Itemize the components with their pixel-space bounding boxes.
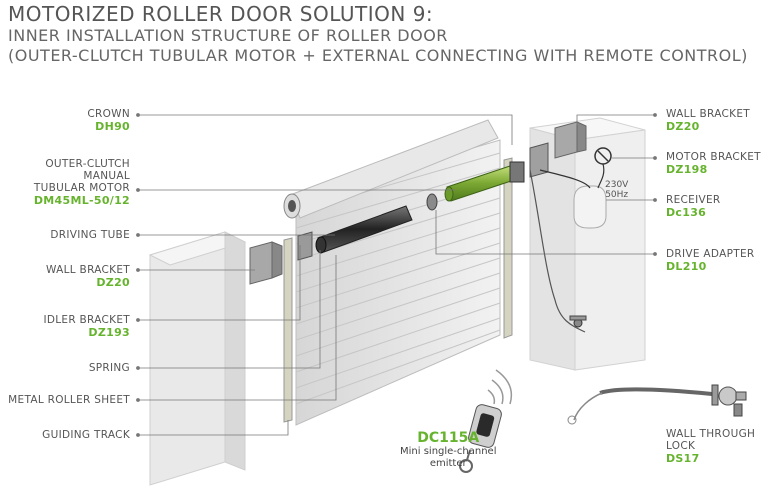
tubular-motor — [444, 161, 525, 202]
label-driving-tube-name: DRIVING TUBE — [50, 229, 130, 241]
label-tubular-motor-name: OUTER-CLUTCH MANUAL TUBULAR MOTOR — [33, 158, 130, 194]
label-receiver-name: RECEIVER — [666, 194, 721, 206]
label-wall-through-lock-code: DS17 — [666, 452, 700, 465]
wall-bracket-left — [249, 241, 283, 285]
label-wall-bracket-right-code: DZ20 — [666, 120, 700, 133]
drive-adapter — [426, 193, 438, 211]
label-idler-bracket-code: DZ193 — [88, 326, 130, 339]
left-wall-pillar — [148, 231, 247, 486]
label-drive-adapter-code: DL210 — [666, 260, 707, 273]
label-idler-bracket-name: IDLER BRACKET — [43, 314, 130, 326]
label-wall-bracket-right: WALL BRACKET DZ20 — [666, 108, 750, 133]
label-guiding-track-name: GUIDING TRACK — [42, 429, 130, 441]
label-tubular-motor: OUTER-CLUTCH MANUAL TUBULAR MOTOR DM45ML… — [34, 158, 130, 207]
label-crown-code: DH90 — [95, 120, 130, 133]
receiver — [539, 163, 607, 229]
label-metal-roller-sheet: METAL ROLLER SHEET — [8, 394, 130, 406]
driving-tube — [315, 205, 413, 254]
guiding-tracks — [283, 157, 513, 423]
label-motor-bracket-name: MOTOR BRACKET — [666, 151, 761, 163]
voltage-line-2: 50Hz — [605, 190, 629, 200]
voltage-line-1: 230V — [605, 180, 629, 190]
label-wall-through-lock: WALL THROUGH LOCK DS17 — [666, 428, 755, 465]
remote-emitter — [459, 369, 513, 473]
label-spring: SPRING — [89, 362, 130, 374]
label-crown: CROWN DH90 — [87, 108, 130, 133]
title-line-2: INNER INSTALLATION STRUCTURE OF ROLLER D… — [8, 26, 448, 45]
label-metal-roller-sheet-name: METAL ROLLER SHEET — [8, 394, 130, 406]
label-wall-bracket-left-code: DZ20 — [96, 276, 130, 289]
label-guiding-track: GUIDING TRACK — [42, 429, 130, 441]
crown-drum — [283, 119, 499, 219]
label-emitter-desc: Mini single-channel emitter — [400, 446, 497, 469]
title-line-1: MOTORIZED ROLLER DOOR SOLUTION 9: — [8, 2, 434, 26]
wall-lock-inner — [569, 315, 587, 328]
label-wall-bracket-right-name: WALL BRACKET — [666, 108, 750, 120]
label-idler-bracket: IDLER BRACKET DZ193 — [43, 314, 130, 339]
label-drive-adapter-name: DRIVE ADAPTER — [666, 248, 755, 260]
label-emitter-code: DC115A — [417, 430, 480, 446]
label-wall-bracket-left-name: WALL BRACKET — [46, 264, 130, 276]
lock-cable — [529, 169, 586, 333]
label-wall-bracket-left: WALL BRACKET DZ20 — [46, 264, 130, 289]
label-motor-bracket: MOTOR BRACKET DZ198 — [666, 151, 761, 176]
label-receiver: RECEIVER Dc136 — [666, 194, 721, 219]
leader-lines — [136, 113, 657, 437]
label-crown-name: CROWN — [87, 108, 130, 120]
wall-bracket-right — [554, 121, 587, 159]
label-spring-name: SPRING — [88, 362, 130, 374]
title-line-3: (OUTER-CLUTCH TUBULAR MOTOR + EXTERNAL C… — [8, 46, 748, 65]
idler-bracket — [297, 231, 313, 261]
label-drive-adapter: DRIVE ADAPTER DL210 — [666, 248, 754, 273]
label-receiver-code: Dc136 — [666, 206, 707, 219]
wall-through-lock — [567, 384, 747, 425]
receiver-voltage: 230V 50Hz — [605, 180, 628, 200]
label-motor-bracket-code: DZ198 — [666, 163, 708, 176]
label-driving-tube: DRIVING TUBE — [50, 229, 130, 241]
label-wall-through-lock-name: WALL THROUGH LOCK — [666, 428, 756, 452]
label-emitter: DC115A Mini single-channel emitter — [400, 430, 496, 470]
label-tubular-motor-code: DM45ML-50/12 — [33, 194, 130, 207]
